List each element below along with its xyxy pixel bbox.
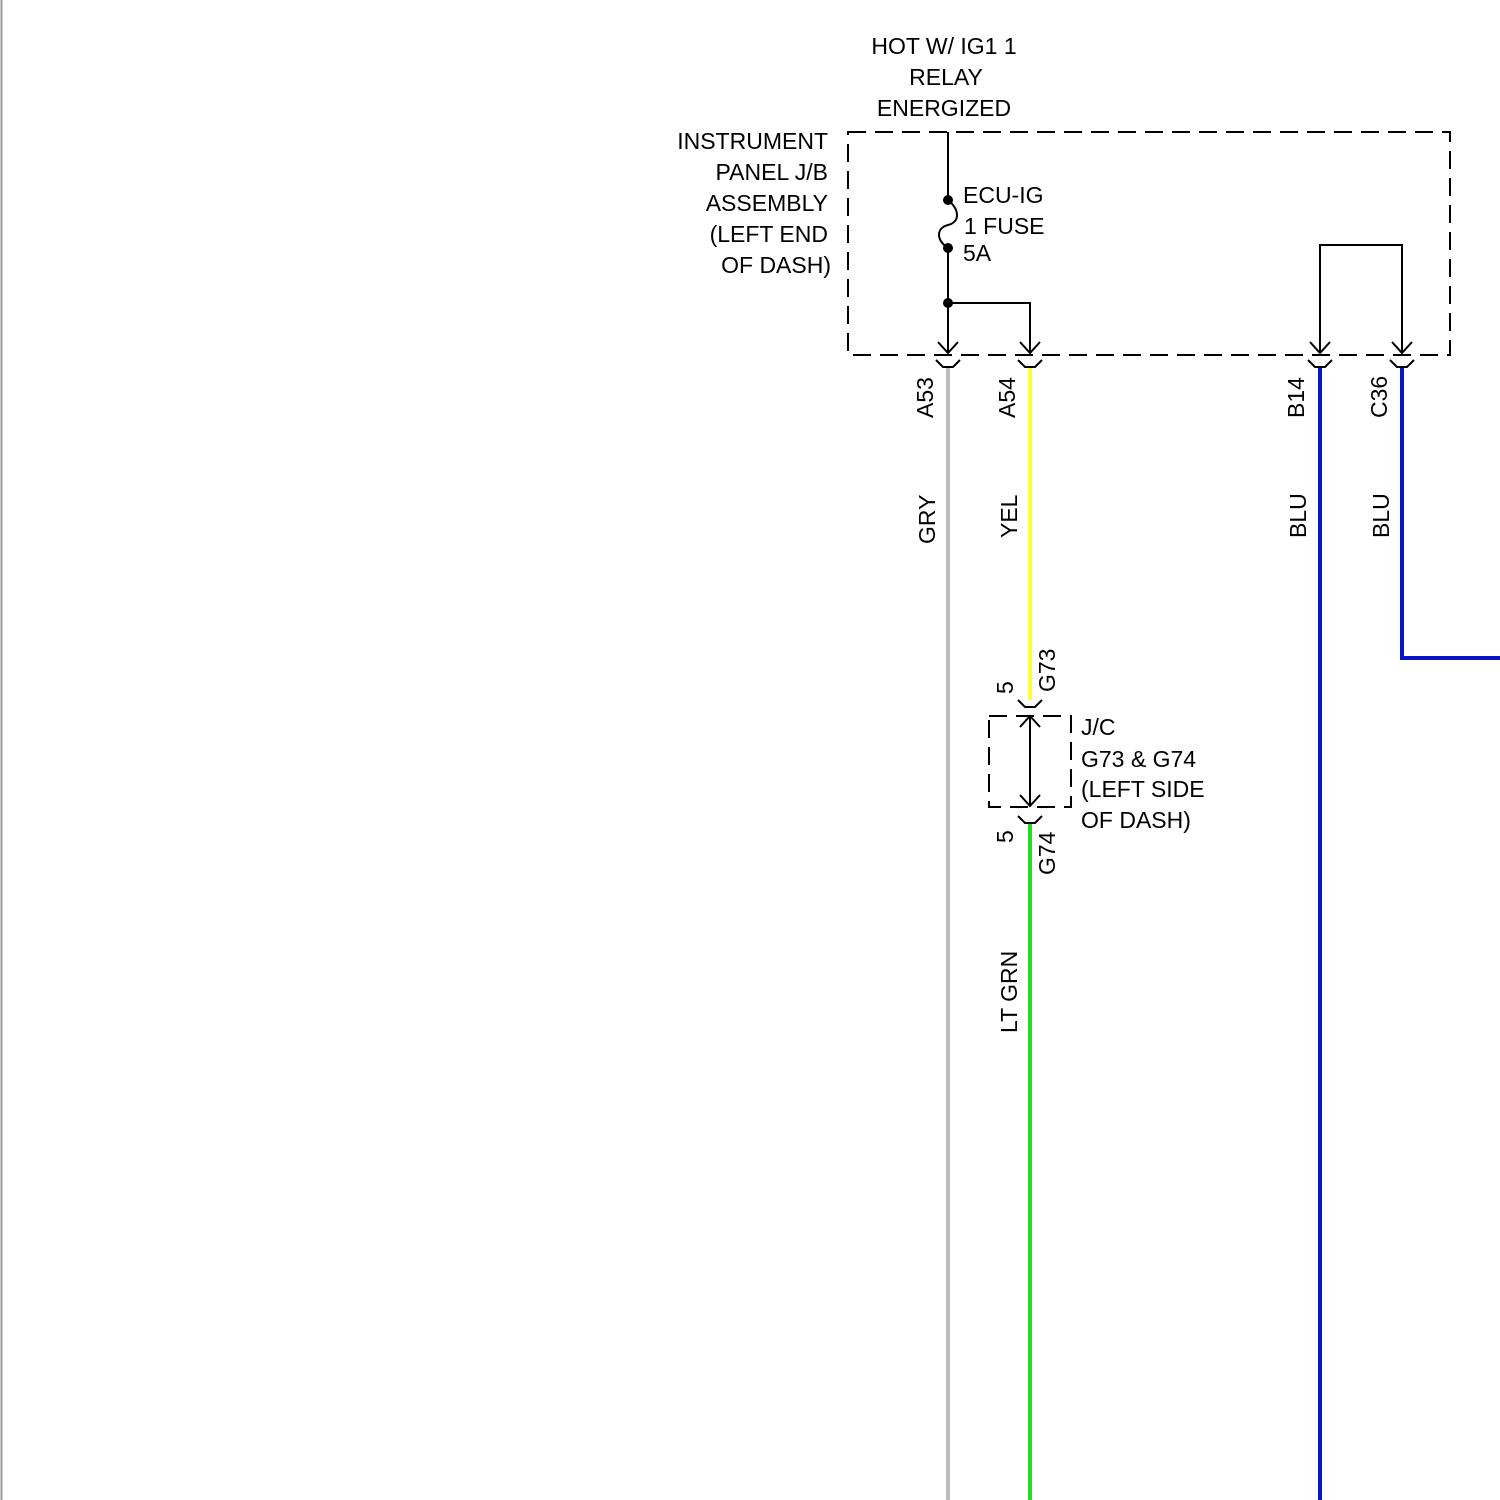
wire-blu-c36 — [1402, 368, 1500, 658]
junction-block-outline — [848, 132, 1450, 355]
junction-block-line-1: INSTRUMENT — [677, 128, 828, 154]
terminal-label-a54: A54 — [994, 377, 1020, 418]
junction-block-line-5: OF DASH) — [721, 252, 831, 278]
fuse-label-line-1: ECU-IG — [963, 182, 1044, 208]
fuse-label-line-3: 5A — [963, 240, 992, 266]
jc-bottom-connector: G74 — [1034, 831, 1060, 875]
junction-block-line-3: ASSEMBLY — [706, 190, 828, 216]
power-source-line-1: HOT W/ IG1 1 — [871, 33, 1016, 59]
junction-connector-label: J/C G73 & G74 (LEFT SIDE OF DASH) — [1081, 714, 1205, 833]
wire-label-lt-grn: LT GRN — [996, 951, 1022, 1033]
power-source-line-2: RELAY — [909, 64, 983, 90]
terminal-label-c36: C36 — [1366, 376, 1392, 418]
jc-label-line-3: (LEFT SIDE — [1081, 776, 1205, 802]
wire-label-blu-c36: BLU — [1368, 493, 1394, 538]
junction-block-label: INSTRUMENT PANEL J/B ASSEMBLY (LEFT END … — [677, 128, 831, 278]
g73-connector-symbol — [1018, 700, 1042, 707]
g74-connector-symbol — [1018, 816, 1042, 823]
fuse-circuit — [939, 132, 1402, 352]
fuse-label: ECU-IG 1 FUSE 5A — [963, 182, 1045, 266]
jc-label-line-2: G73 & G74 — [1081, 746, 1196, 772]
jc-label-line-1: J/C — [1081, 714, 1116, 740]
terminal-label-b14: B14 — [1283, 377, 1309, 418]
jc-top-connector: G73 — [1034, 649, 1060, 692]
junction-block-line-4: (LEFT END — [710, 221, 828, 247]
power-source-label: HOT W/ IG1 1 RELAY ENERGIZED — [871, 33, 1016, 121]
power-source-line-3: ENERGIZED — [877, 95, 1011, 121]
fuse-label-line-2: 1 FUSE — [964, 213, 1045, 239]
terminal-label-a53: A53 — [912, 377, 938, 418]
wire-label-yel: YEL — [996, 494, 1022, 538]
jc-top-pin: 5 — [992, 681, 1018, 694]
junction-block-line-2: PANEL J/B — [716, 159, 828, 185]
jc-label-line-4: OF DASH) — [1081, 807, 1191, 833]
junction-connector — [989, 700, 1071, 823]
jc-bottom-pin: 5 — [992, 830, 1018, 843]
wire-label-gry: GRY — [914, 495, 940, 544]
b14-c36-jumper — [1320, 245, 1402, 352]
wire-label-blu-b14: BLU — [1285, 493, 1311, 538]
fuse-symbol — [939, 200, 957, 248]
